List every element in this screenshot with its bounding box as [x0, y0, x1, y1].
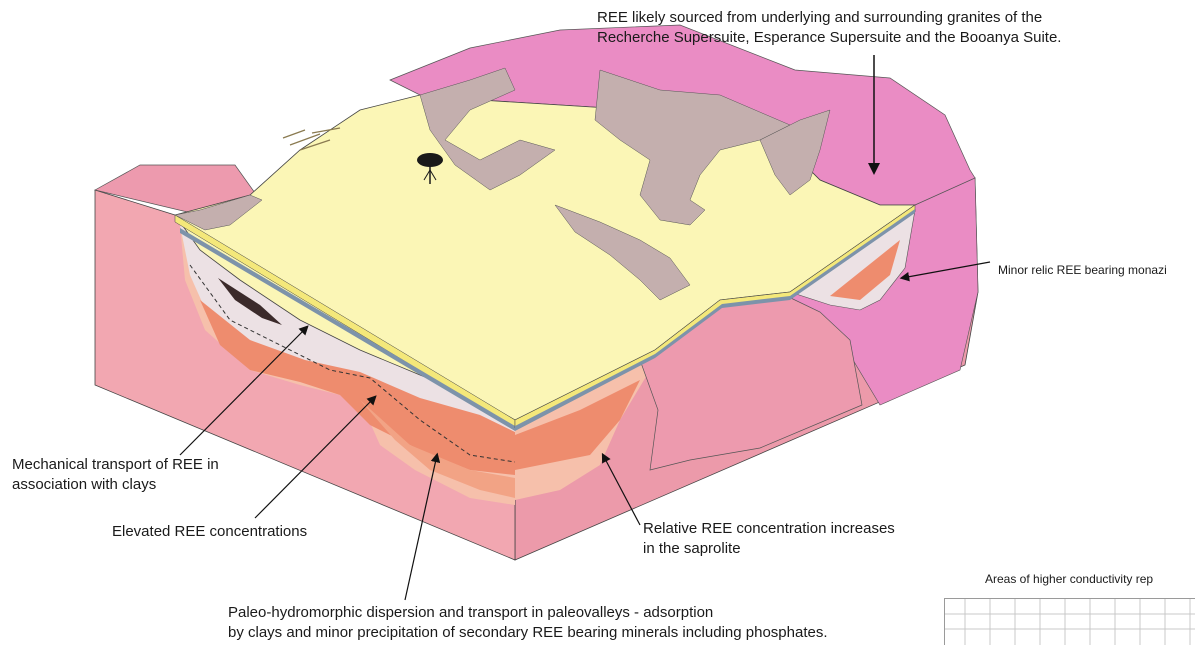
annotation-elevated: Elevated REE concentrations — [112, 522, 307, 542]
annotation-source-line2: Recherche Supersuite, Esperance Supersui… — [597, 28, 1061, 48]
annotation-mechanical-line1: Mechanical transport of REE in — [12, 455, 219, 475]
annotation-saprolite: Relative REE concentration increases in … — [643, 519, 895, 559]
annotation-paleo-line1: Paleo-hydromorphic dispersion and transp… — [228, 603, 828, 623]
annotation-saprolite-line1: Relative REE concentration increases — [643, 519, 895, 539]
annotation-source-line1: REE likely sourced from underlying and s… — [597, 8, 1061, 28]
annotation-mechanical: Mechanical transport of REE in associati… — [12, 455, 219, 495]
annotation-mechanical-line2: association with clays — [12, 475, 219, 495]
conductivity-inset-grid — [944, 598, 1195, 645]
annotation-source: REE likely sourced from underlying and s… — [597, 8, 1061, 48]
annotation-saprolite-line2: in the saprolite — [643, 539, 895, 559]
annotation-conductivity: Areas of higher conductivity rep — [985, 571, 1153, 587]
annotation-monazite: Minor relic REE bearing monazi — [998, 262, 1167, 278]
annotation-paleo-line2: by clays and minor precipitation of seco… — [228, 623, 828, 643]
annotation-paleo: Paleo-hydromorphic dispersion and transp… — [228, 603, 828, 643]
